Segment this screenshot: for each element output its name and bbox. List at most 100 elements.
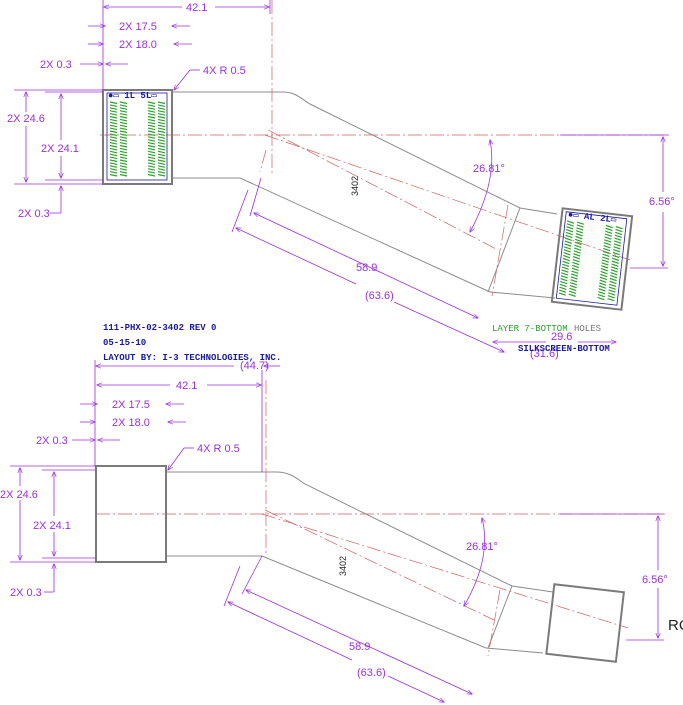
connector-pad (119, 113, 128, 116)
dim-2x-0-3-bottom: 2X 0.3 (18, 208, 50, 220)
connector-pad (603, 242, 611, 246)
connector-pad (119, 101, 128, 105)
connector-pad (608, 286, 616, 290)
connector-pad (601, 265, 609, 269)
upper-cable-tilted-edge (487, 207, 521, 293)
connector-pad (598, 288, 606, 292)
connector-pad (566, 228, 574, 233)
connector-pad (572, 261, 580, 266)
connector-pad (613, 243, 621, 247)
connector-pad (147, 136, 156, 139)
connector-pad (147, 142, 156, 145)
connector-pad (147, 171, 156, 174)
connector-pad (611, 260, 619, 264)
lower-connector-b-body (545, 583, 625, 663)
connector-pad (109, 168, 118, 171)
connector-pad (157, 144, 166, 148)
part-number-label: 3402 (338, 556, 348, 576)
connector-pad (604, 239, 612, 243)
connector-pad (119, 147, 128, 151)
dim-radius-leader (174, 69, 191, 90)
connector-pad (109, 139, 118, 142)
connector-pad (614, 234, 622, 239)
connector-pad (575, 235, 583, 240)
connector-pad (109, 173, 118, 177)
connector-pad (609, 283, 617, 287)
connector-pad (157, 115, 166, 119)
connector-pad (157, 104, 166, 107)
upper-connector-b-body (550, 207, 634, 311)
connector-pad (614, 240, 622, 244)
connector-pad (119, 124, 128, 128)
connector-pad (601, 259, 609, 263)
connector-pad (109, 153, 118, 157)
connector-pad (157, 171, 166, 174)
connector-pad (602, 256, 610, 260)
connector-pad (119, 104, 128, 107)
connector-pad (558, 292, 566, 296)
connector-pad (109, 110, 118, 113)
connector-pad (609, 280, 617, 285)
part-number-label: 3402 (350, 176, 360, 196)
connector-pad (157, 121, 166, 125)
connector-pad (598, 285, 606, 289)
connector-pad (559, 283, 567, 288)
connector-pad (147, 147, 156, 151)
connector-pad (157, 133, 166, 136)
connector-pad (119, 127, 128, 131)
connector-pad (119, 139, 128, 142)
connector-pad (604, 233, 612, 237)
connector-pad (157, 173, 166, 177)
connector-pad (109, 144, 118, 148)
connector-pad (564, 240, 572, 244)
dim-58-9: 58.9 (349, 641, 370, 653)
connector-pad (119, 115, 128, 119)
connector-pad (147, 153, 156, 157)
dim-2x-17-5: 2X 17.5 (119, 21, 157, 33)
dim-2x-0-3-top: 2X 0.3 (40, 59, 72, 71)
dim-4x-r-0-5: 4X R 0.5 (203, 65, 246, 77)
connector-pad (609, 277, 617, 282)
connector-pad (575, 230, 584, 234)
connector-pad (119, 144, 128, 148)
connector-pad (610, 274, 618, 279)
connector-pad (608, 292, 616, 296)
connector-pad (157, 165, 166, 168)
connector-pad (109, 124, 118, 128)
upper-connector-a-body (102, 89, 173, 185)
dim-58-9: 58.9 (356, 262, 377, 274)
connector-pad (157, 113, 166, 116)
connector-pad (568, 290, 577, 295)
connector-pad (563, 249, 571, 253)
upper-cable-outline-bottom (172, 177, 556, 299)
connector-pad (612, 257, 620, 262)
ext-line (231, 189, 249, 233)
dim-2x-24-1: 2X 24.1 (41, 143, 79, 155)
connector-pad (119, 153, 128, 157)
dim-2x-18-0: 2X 18.0 (112, 417, 150, 429)
upper-end-tick (491, 204, 509, 297)
dim-6-56-deg: 6.56° (642, 574, 668, 586)
connector-pad (600, 273, 608, 278)
connector-pad (119, 156, 128, 160)
connector-pad (564, 246, 572, 250)
dim-2x-24-6: 2X 24.6 (0, 489, 38, 501)
connector-pad (109, 101, 118, 105)
upper-cable-outline-top (172, 91, 558, 215)
connector-pad (610, 272, 618, 276)
upper-connector-b-frame (555, 211, 628, 306)
lower-cable-outline-top (166, 471, 554, 593)
dim-63-6-line (228, 602, 353, 661)
connector-pad (157, 147, 166, 151)
connector-pad (570, 276, 578, 280)
connector-pad (564, 243, 572, 247)
lower-connector-a-body (95, 465, 167, 563)
connector-pad (119, 110, 128, 113)
connector-pad (157, 130, 166, 134)
layer-label: LAYER 7-BOTTOM (492, 324, 568, 334)
connector-pad (109, 113, 118, 116)
upper-connector-a-frame (106, 92, 168, 181)
dim-angle-arc (464, 518, 485, 606)
connector-pad (615, 228, 623, 233)
connector-pad (109, 104, 118, 107)
